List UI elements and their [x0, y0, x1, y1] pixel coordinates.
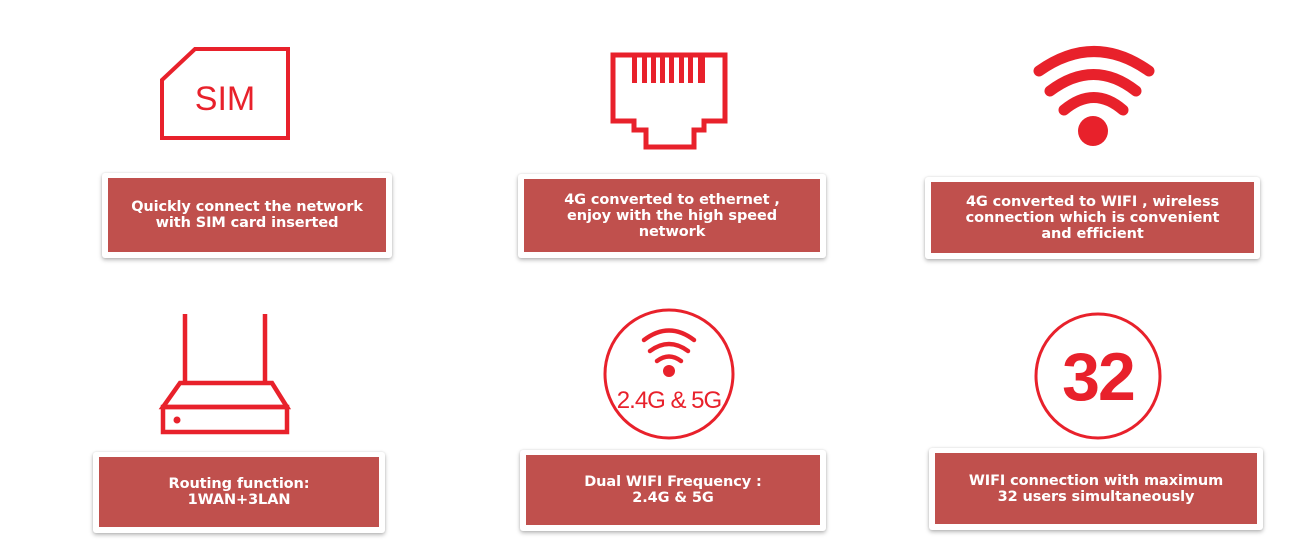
caption-text: 4G converted to ethernet , enjoy with th… — [524, 179, 820, 252]
caption-text: Quickly connect the network with SIM car… — [108, 178, 386, 252]
caption-card: Quickly connect the network with SIM car… — [102, 173, 392, 258]
dual-band-wifi-icon: 2.4G & 5G — [603, 308, 735, 440]
caption-text: Routing function: 1WAN+3LAN — [99, 457, 379, 527]
caption-text: WIFI connection with maximum 32 users si… — [935, 453, 1257, 524]
caption-card: WIFI connection with maximum 32 users si… — [929, 448, 1263, 530]
caption-card: Routing function: 1WAN+3LAN — [93, 452, 385, 533]
caption-card: Dual WIFI Frequency : 2.4G & 5G — [520, 450, 826, 531]
caption-text: 4G converted to WIFI , wireless connecti… — [931, 182, 1254, 253]
max-users-icon: 32 — [1034, 312, 1162, 440]
sim-card-icon: SIM — [160, 47, 290, 140]
wifi-icon — [1033, 46, 1155, 146]
router-icon — [158, 314, 292, 435]
caption-card: 4G converted to ethernet , enjoy with th… — [518, 174, 826, 258]
svg-text:32: 32 — [1062, 339, 1134, 415]
svg-text:SIM: SIM — [195, 80, 255, 118]
caption-card: 4G converted to WIFI , wireless connecti… — [925, 177, 1260, 259]
svg-text:2.4G & 5G: 2.4G & 5G — [617, 387, 721, 414]
caption-text: Dual WIFI Frequency : 2.4G & 5G — [526, 455, 820, 525]
ethernet-port-icon — [610, 52, 728, 150]
